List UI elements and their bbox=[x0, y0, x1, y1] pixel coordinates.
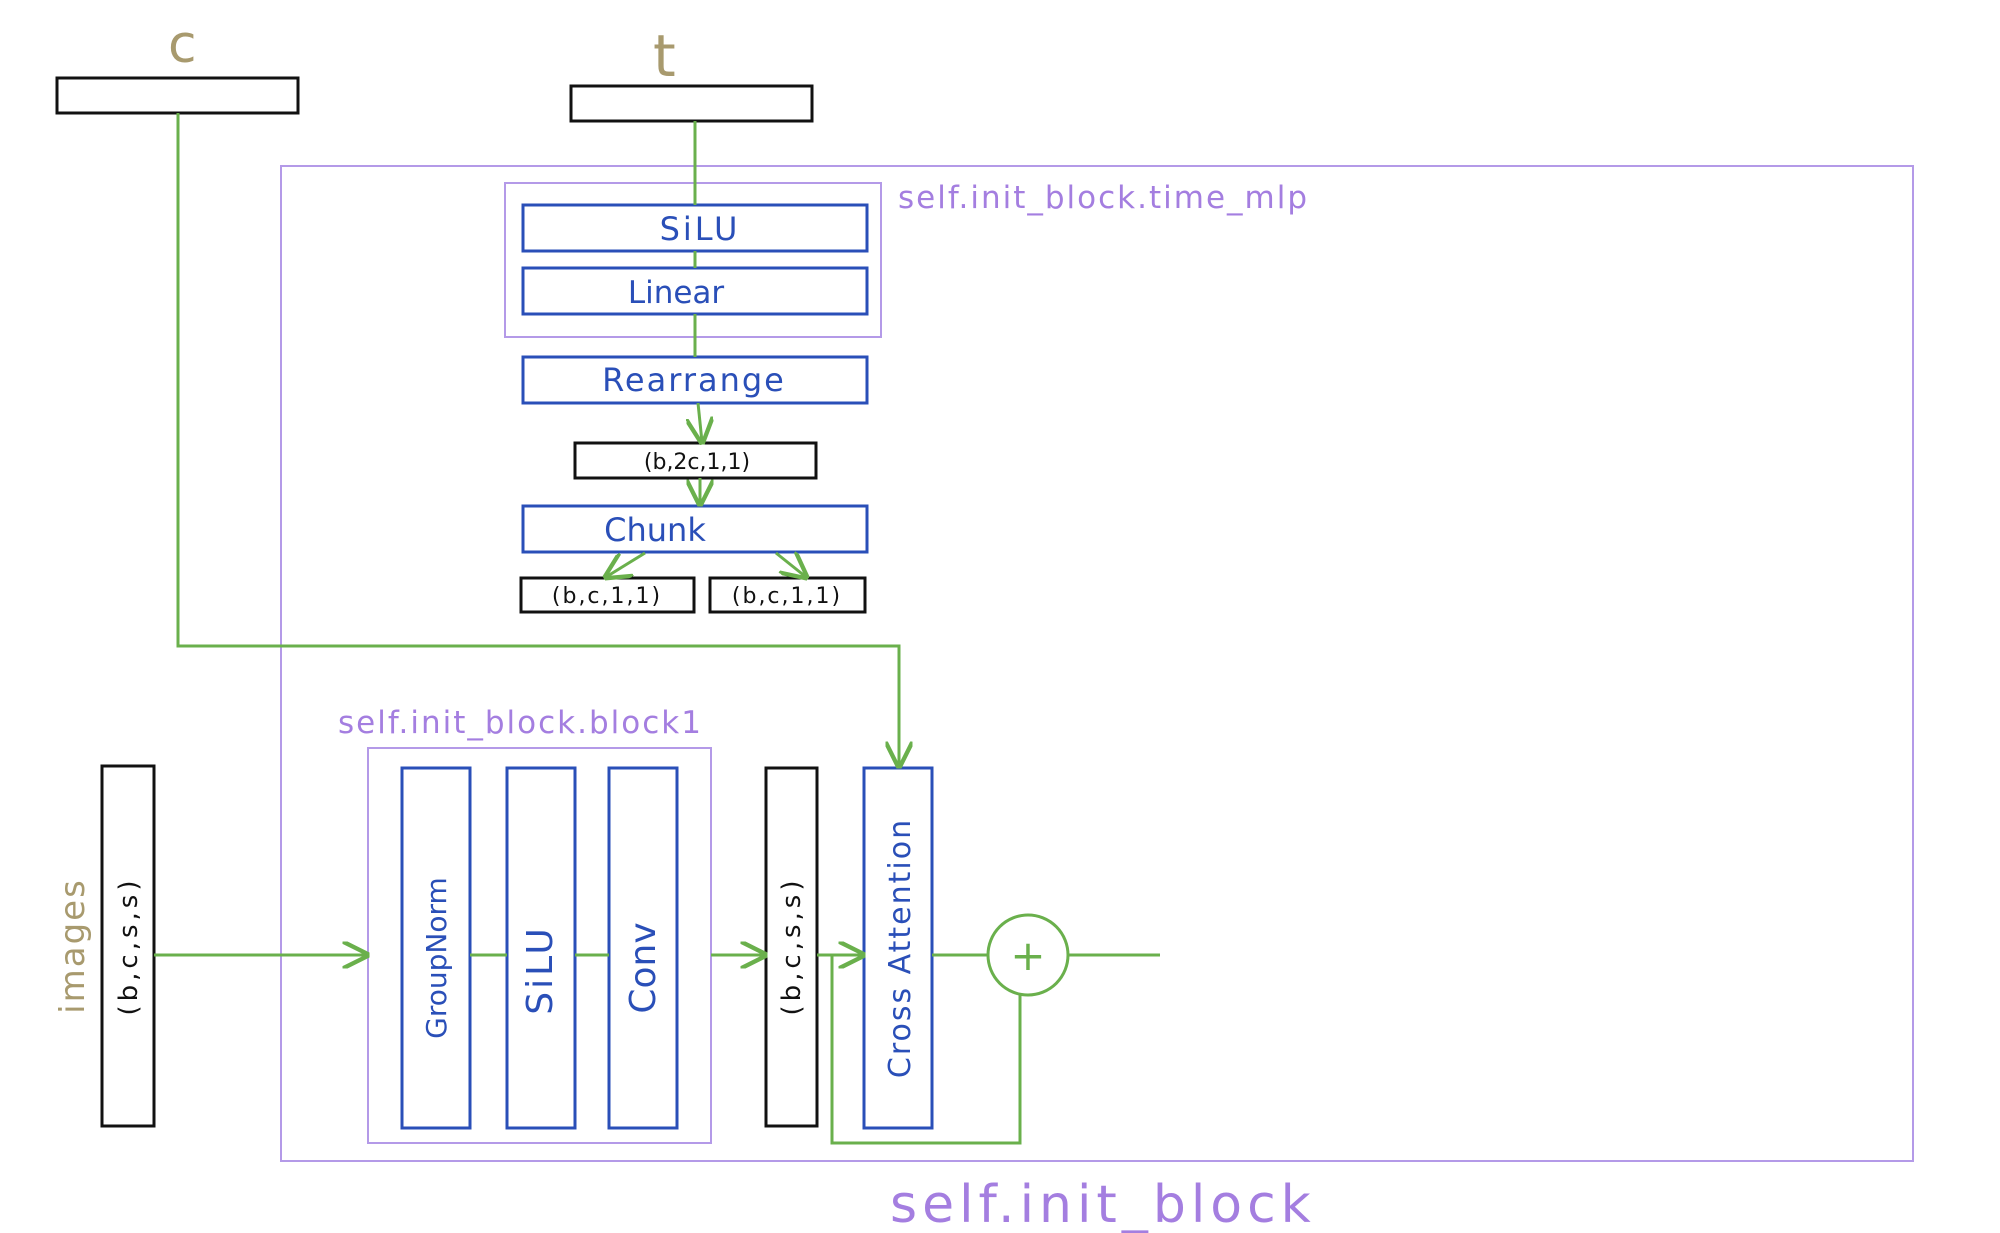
c-input-label: c bbox=[168, 15, 197, 75]
time-mlp-linear-label: Linear bbox=[628, 275, 725, 311]
time-mlp-silu-label: SiLU bbox=[660, 210, 741, 248]
init-block-label: self.init_block bbox=[890, 1175, 1316, 1233]
residual-skip-connector bbox=[830, 955, 1022, 1145]
chunk-label: Chunk bbox=[604, 511, 706, 549]
c-input-vector bbox=[55, 76, 300, 115]
chunk-output-right-label: (b,c,1,1) bbox=[732, 584, 842, 609]
block1-label: self.init_block.block1 bbox=[338, 705, 703, 741]
chunk-to-right-output-arrow bbox=[775, 553, 806, 577]
block1-silu-box bbox=[505, 766, 577, 1130]
connections bbox=[154, 113, 1160, 1145]
rearrange-to-shape-arrow bbox=[698, 402, 702, 442]
chunk-output-left-label: (b,c,1,1) bbox=[552, 584, 662, 609]
cross-attention-label: Cross Attention bbox=[883, 818, 918, 1078]
conv-label: Conv bbox=[623, 922, 664, 1013]
conv-box bbox=[607, 766, 679, 1130]
init-block-container bbox=[280, 165, 1914, 1162]
t-input-vector bbox=[569, 84, 814, 123]
time-mlp-label: self.init_block.time_mlp bbox=[898, 180, 1309, 216]
groupnorm-label: GroupNorm bbox=[420, 877, 453, 1039]
time-mlp-container bbox=[504, 182, 882, 338]
t-input-label: t bbox=[653, 22, 676, 90]
rearrange-label: Rearrange bbox=[602, 361, 786, 399]
groupnorm-box bbox=[400, 766, 472, 1130]
c-to-cross-attention-arrow bbox=[176, 113, 899, 766]
images-tensor bbox=[100, 764, 156, 1128]
images-shape-label: (b,c,s,s) bbox=[114, 877, 144, 1016]
block1-silu-label: SiLU bbox=[520, 925, 561, 1014]
residual-add-symbol: + bbox=[1010, 931, 1045, 980]
chunk-to-left-output-arrow bbox=[606, 551, 646, 577]
block1-output-shape-label: (b,c,s,s) bbox=[777, 877, 807, 1016]
rearrange-output-shape-label: (b,2c,1,1) bbox=[644, 450, 750, 475]
images-label: images bbox=[53, 878, 93, 1014]
